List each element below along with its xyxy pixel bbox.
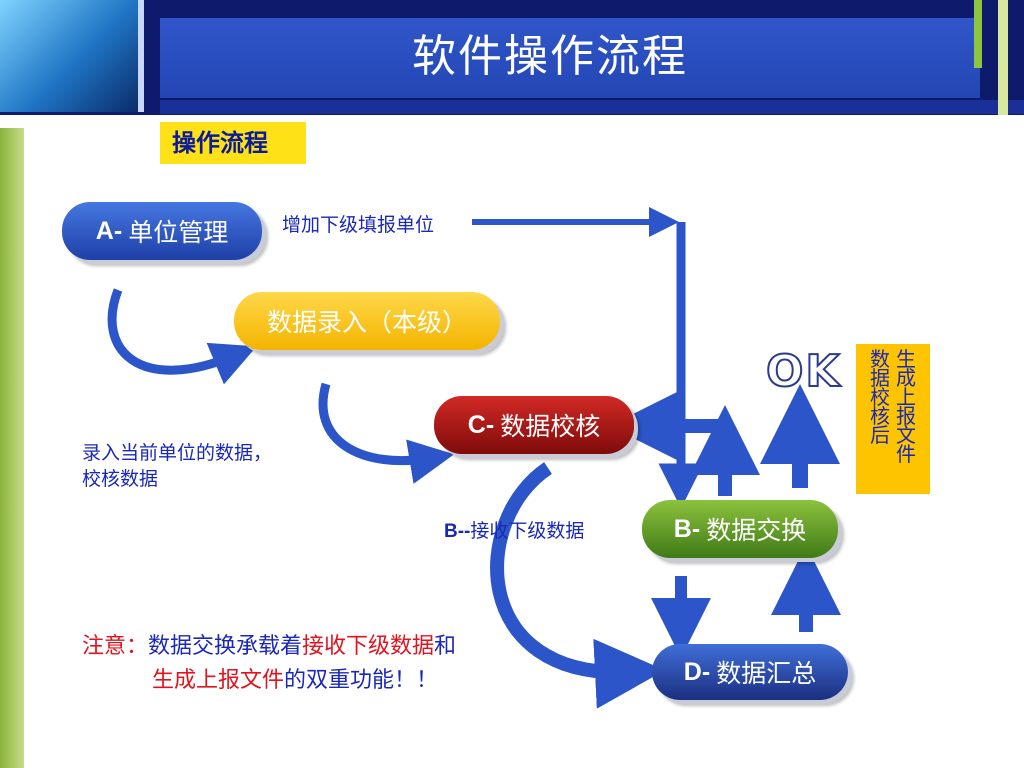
node-c-label: 数据校核 (500, 412, 601, 441)
node-unit-management: A- 单位管理 (62, 202, 262, 260)
note-b-prefix: B-- (444, 521, 471, 542)
page-title: 软件操作流程 (412, 31, 688, 82)
node-d-prefix: D- (683, 657, 711, 686)
node-data-entry: 数据录入（本级） (234, 292, 500, 350)
left-stripe (0, 128, 24, 768)
note-entry-line1: 录入当前单位的数据， (82, 442, 273, 464)
node-b-label: 数据交换 (706, 516, 807, 545)
node-b-prefix: B- (673, 514, 701, 543)
node-c-prefix: C- (467, 410, 495, 439)
node-a-prefix: A- (95, 216, 123, 245)
warning-prefix: 注意： (82, 634, 149, 659)
header-divider (160, 100, 1024, 114)
ok-label: OK (765, 345, 842, 398)
note-b-label: 接收下级数据 (470, 520, 585, 542)
node-d-label: 数据汇总 (716, 659, 817, 688)
warning-part2: 数据交换承载着 (148, 634, 303, 659)
node-data-exchange: B- 数据交换 (642, 500, 838, 558)
header-accent-light (998, 0, 1008, 115)
warning-part6: 的双重功能！！ (284, 668, 439, 693)
note-entry-line2: 校核数据 (82, 468, 159, 490)
arrow-a-to-entry (107, 288, 257, 385)
header-accent (974, 0, 982, 68)
warning-note: 注意：数据交换承载着接收下级数据和 生成上报文件的双重功能！！ (82, 630, 456, 698)
warning-part3: 接收下级数据 (302, 634, 435, 659)
node-data-check: C- 数据校核 (434, 396, 634, 454)
node-data-summary: D- 数据汇总 (652, 644, 848, 700)
header-thumbnail-image (0, 0, 144, 112)
node-a-label: 单位管理 (128, 218, 229, 247)
side-note-box (856, 344, 930, 494)
warning-part5: 生成上报文件 (152, 668, 285, 693)
note-add-subordinate: 增加下级填报单位 (282, 214, 435, 236)
note-receive-subordinate: B--接收下级数据 (444, 518, 584, 545)
section-tag: 操作流程 (160, 122, 306, 164)
arrow-entry-to-c (318, 382, 455, 484)
header-panel (160, 18, 980, 98)
node-entry-label: 数据录入（本级） (266, 308, 467, 337)
note-entry: 录入当前单位的数据， 校核数据 (82, 440, 332, 492)
side-note-col1: 数据校核后 (870, 347, 890, 447)
side-note-col2: 生成上报文件 (896, 347, 916, 466)
warning-line2: 生成上报文件的双重功能！！ (82, 664, 456, 698)
arrow-c-to-d (490, 462, 665, 709)
warning-part4: 和 (434, 634, 457, 659)
